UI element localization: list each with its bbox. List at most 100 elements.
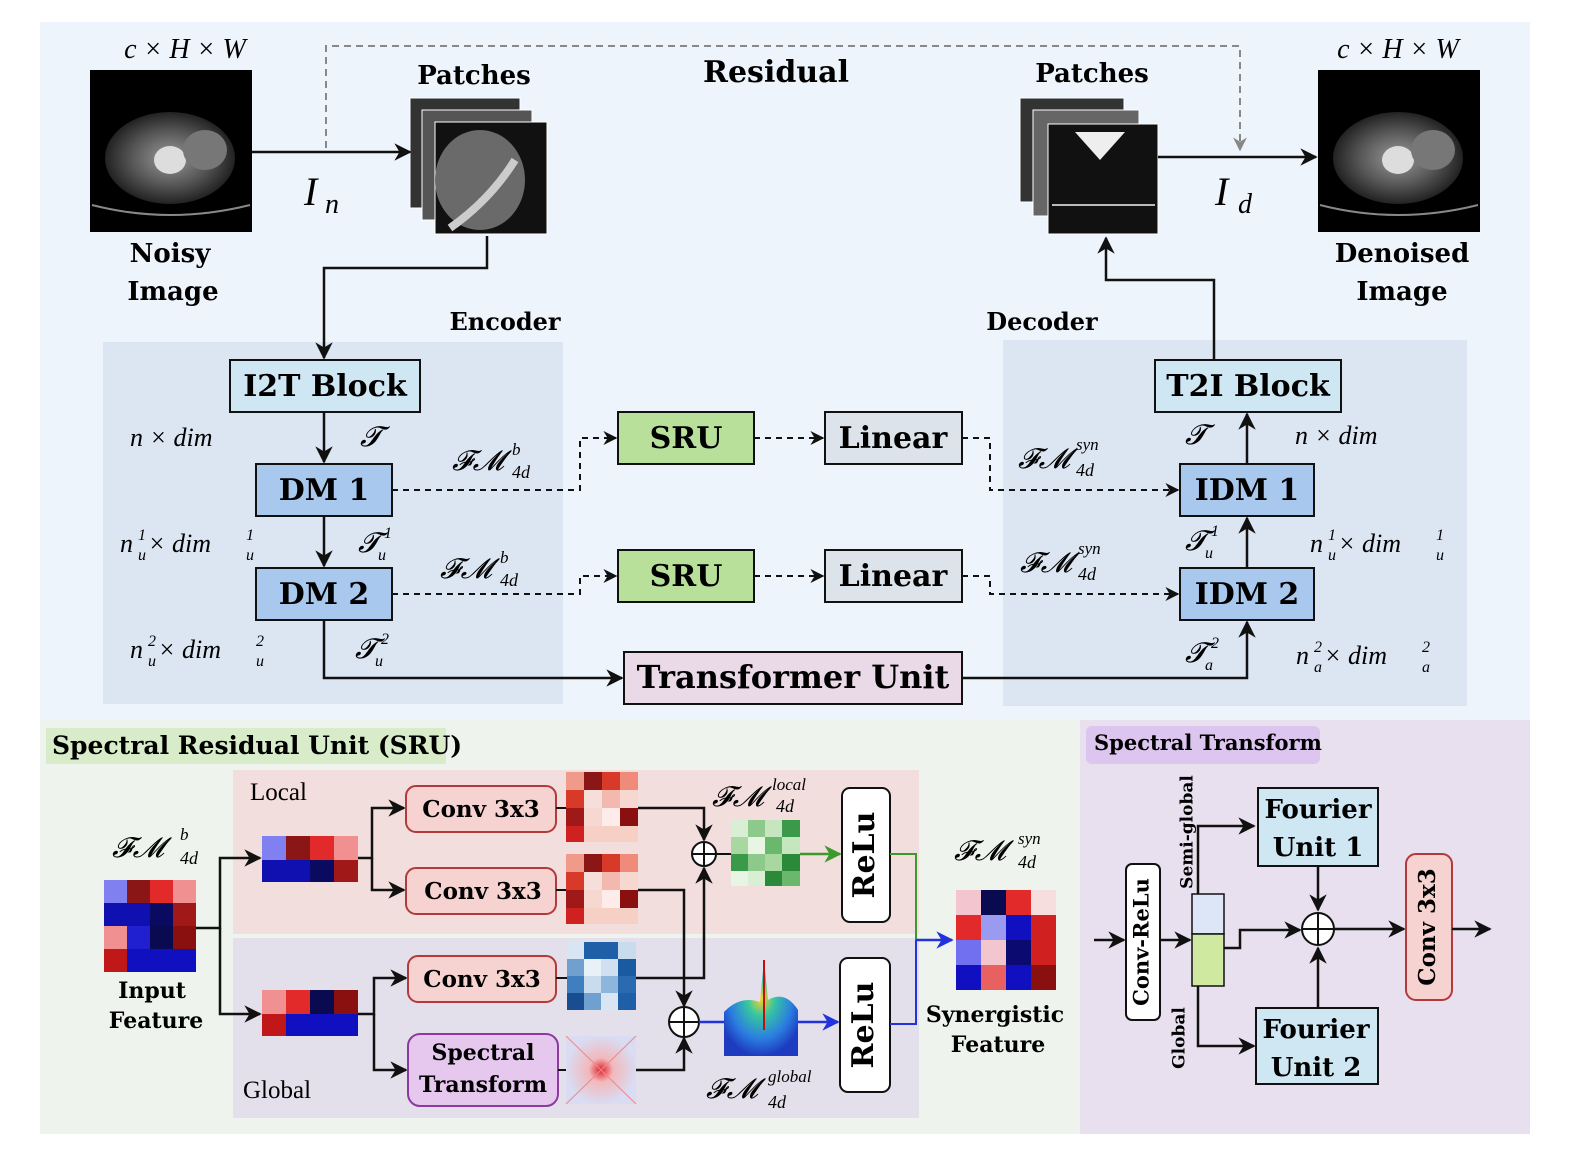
st-split-bar <box>1191 893 1225 987</box>
patches-right-label: Patches <box>1035 59 1149 89</box>
input-fm-b: 𝓕𝓜 b 4d <box>112 825 199 868</box>
local-sum-node <box>691 841 717 867</box>
svg-text:2: 2 <box>256 633 264 650</box>
fourier2-label-2: Unit 2 <box>1271 1053 1362 1083</box>
svg-text:u: u <box>1328 547 1336 564</box>
fourier1-label-1: Fourier <box>1264 795 1371 825</box>
st-skip-to-sum-arrow <box>1224 921 1302 950</box>
t2i-to-patches-arrow <box>1097 236 1216 360</box>
svg-text:a: a <box>1205 657 1213 674</box>
residual-label: Residual <box>703 55 849 90</box>
fourier-unit-1-box <box>1257 787 1379 867</box>
svg-text:4d: 4d <box>1076 460 1095 480</box>
svg-text:n: n <box>1296 641 1309 670</box>
relu-top-to-merge-line <box>890 853 917 940</box>
svg-text:4d: 4d <box>1018 852 1037 872</box>
global-sum-node <box>668 1006 700 1038</box>
fm-global-label: 𝓕𝓜 global 4d <box>706 1067 812 1112</box>
svg-text:2: 2 <box>1211 635 1219 652</box>
dec-fm-syn-1: 𝓕𝓜 syn 4d <box>1018 435 1099 480</box>
transformer-block <box>623 651 963 705</box>
in-symbol: I <box>303 169 319 214</box>
svg-text:2: 2 <box>148 633 156 650</box>
denoised-dims: c × H × W <box>1337 34 1461 65</box>
patches-left-label: Patches <box>417 61 531 91</box>
noisy-label-1: Noisy <box>130 239 212 269</box>
dec-fm-syn-2: 𝓕𝓜 syn 4d <box>1020 539 1101 584</box>
enc-nu1: n 1 u × dim 1 u <box>120 527 254 564</box>
relu-top-label: ReLu <box>847 812 882 899</box>
noisy-ct-image <box>90 70 252 232</box>
svg-text:local: local <box>772 775 806 794</box>
sru-title-bg <box>46 728 446 764</box>
relu-bottom-label: ReLu <box>846 982 881 1069</box>
st-conv-label: Conv 3x3 <box>1414 868 1441 985</box>
dec-n-dim: n × dim <box>1295 421 1378 450</box>
dm2-to-transformer-arrow <box>322 620 624 687</box>
global-label: Global <box>243 1077 311 1104</box>
conv-b-to-global-sum-arrow <box>638 888 693 1008</box>
conv-a-to-local-sum-arrow <box>638 806 713 842</box>
svg-text:b: b <box>500 548 509 567</box>
svg-text:syn: syn <box>1078 539 1101 558</box>
svg-text:4d: 4d <box>180 848 199 868</box>
transformer-label: Transformer Unit <box>637 658 950 696</box>
global-feature-map <box>724 960 798 1056</box>
idm2-label: IDM 2 <box>1195 577 1300 612</box>
svg-text:× dim: × dim <box>1324 641 1387 670</box>
svg-text:a: a <box>1314 659 1322 676</box>
i2t-block <box>229 359 421 413</box>
svg-text:global: global <box>768 1067 812 1086</box>
idm1-label: IDM 1 <box>1195 473 1300 508</box>
linear2-to-idm2-arrow <box>962 575 1180 601</box>
idm1-block <box>1179 463 1315 517</box>
fourier2-label-1: Fourier <box>1262 1015 1369 1045</box>
svg-text:b: b <box>180 825 189 844</box>
svg-text:u: u <box>1436 547 1444 564</box>
svg-text:2: 2 <box>381 631 389 648</box>
dm1-label: DM 1 <box>279 473 370 508</box>
conv-b-label: Conv 3x3 <box>424 878 541 905</box>
dm2-to-sru2-arrow <box>392 569 618 595</box>
fm-local-label: 𝓕𝓜 local 4d <box>712 775 806 816</box>
st-conv-box <box>1405 853 1453 1001</box>
denoised-ct-image <box>1318 70 1480 232</box>
patches-left-stack <box>409 97 548 235</box>
svg-text:u: u <box>256 653 264 670</box>
noisy-label-2: Image <box>127 277 218 307</box>
st-title-bg <box>1086 726 1320 764</box>
svg-text:𝓕𝓜: 𝓕𝓜 <box>112 833 173 864</box>
i2t-label: I2T Block <box>243 369 408 404</box>
id-symbol: I <box>1214 169 1230 214</box>
svg-text:𝓕𝓜: 𝓕𝓜 <box>712 782 773 813</box>
conv-c-to-local-sum-arrow <box>636 866 713 980</box>
svg-text:𝓕𝓜: 𝓕𝓜 <box>440 554 501 585</box>
local-feature-map <box>731 820 800 886</box>
global-to-spectral-arrow <box>372 1014 408 1079</box>
sru2-label: SRU <box>650 559 723 594</box>
patches-to-i2t-arrow <box>315 236 489 360</box>
st-title: Spectral Transform <box>1094 730 1322 755</box>
sru1-label: SRU <box>650 421 723 456</box>
svg-text:u: u <box>246 547 254 564</box>
conv-b-output-map <box>566 854 638 924</box>
svg-text:4d: 4d <box>500 570 519 590</box>
input-to-local-arrow <box>196 849 262 930</box>
svg-text:u: u <box>378 547 386 564</box>
svg-text:𝓕𝓜: 𝓕𝓜 <box>452 446 513 477</box>
idm2-block <box>1179 567 1315 621</box>
svg-text:× dim: × dim <box>158 635 221 664</box>
fm-syn-label: 𝓕𝓜 syn 4d <box>954 829 1041 872</box>
svg-text:4d: 4d <box>768 1092 787 1112</box>
syn-label-2: Feature <box>951 1032 1045 1058</box>
st-to-fourier2-arrow <box>1196 986 1256 1055</box>
svg-text:u: u <box>375 653 383 670</box>
svg-text:1: 1 <box>246 527 254 544</box>
global-split-map <box>262 990 358 1036</box>
denoised-label-2: Image <box>1356 277 1447 307</box>
spectral-label-2: Transform <box>419 1072 547 1098</box>
svg-text:1: 1 <box>1211 523 1219 540</box>
relu-bottom-to-merge-line <box>890 940 917 1025</box>
syn-label-1: Synergistic <box>926 1002 1064 1028</box>
encoder-label: Encoder <box>449 307 560 336</box>
